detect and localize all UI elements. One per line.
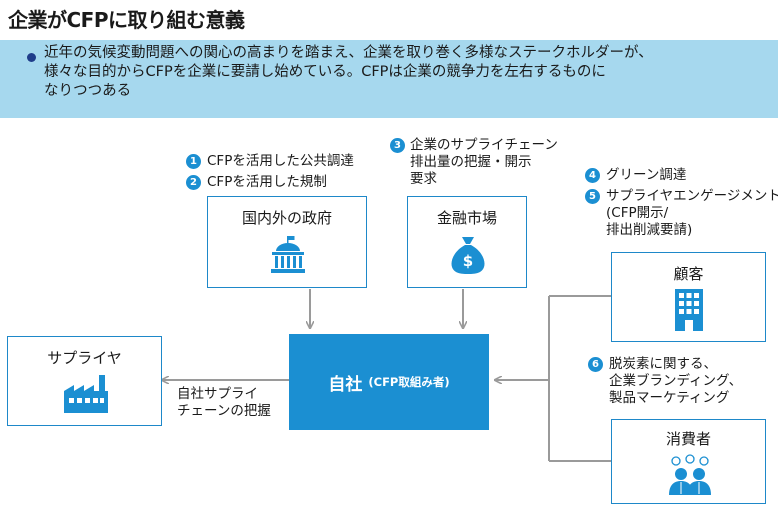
number-badge-3: 3 <box>390 138 405 153</box>
note-line: 排出量の把握・開示 <box>410 154 532 170</box>
summary-line: 様々な目的からCFPを企業に要請し始めている。CFPは企業の競争力を左右するもの… <box>44 64 606 80</box>
note-line: (CFP開示/ <box>606 205 669 221</box>
note-line: サプライヤエンゲージメント <box>606 188 778 204</box>
office-building-icon <box>675 289 703 331</box>
svg-text:$: $ <box>463 252 473 270</box>
summary-line: なりつつある <box>44 83 132 99</box>
note-3: 企業のサプライチェーン 排出量の把握・開示 要求 <box>410 137 558 188</box>
number-badge-5: 5 <box>585 189 600 204</box>
summary-banner <box>0 40 778 118</box>
people-group-icon <box>669 454 711 495</box>
note-1: CFPを活用した公共調達 <box>207 153 354 169</box>
customer-box: 顧客 <box>611 252 766 342</box>
own-company-box: 自社 (CFP取組み者) <box>289 334 489 430</box>
number-badge-6: 6 <box>588 357 603 372</box>
number-badge-2: 2 <box>186 175 201 190</box>
factory-icon <box>64 375 108 413</box>
note-line: 企業のサプライチェーン <box>410 137 558 153</box>
supply-chain-label-line: チェーンの把握 <box>177 403 271 419</box>
summary-line: 近年の気候変動問題への関心の高まりを踏まえ、企業を取り巻く多様なステークホルダー… <box>44 45 653 61</box>
number-badge-1: 1 <box>186 154 201 169</box>
government-box: 国内外の政府 <box>207 196 367 288</box>
money-bag-icon: $ <box>451 237 485 274</box>
note-line: 企業ブランディング、 <box>609 373 743 389</box>
note-line: 製品マーケティング <box>609 390 730 406</box>
bullet-icon <box>27 53 36 62</box>
consumer-label: 消費者 <box>665 430 711 448</box>
note-line: 要求 <box>410 171 437 187</box>
supplier-box: サプライヤ <box>7 336 162 426</box>
supplier-label: サプライヤ <box>47 349 122 367</box>
note-5: サプライヤエンゲージメント (CFP開示/ 排出削減要請) <box>606 188 778 239</box>
finance-market-label: 金融市場 <box>436 209 497 227</box>
government-label: 国内外の政府 <box>241 209 332 227</box>
government-building-icon <box>271 236 305 273</box>
own-company-label: 自社 <box>328 374 363 395</box>
customer-label: 顧客 <box>673 265 704 283</box>
note-4: グリーン調達 <box>606 167 687 183</box>
note-line: 脱炭素に関する、 <box>609 356 717 372</box>
supply-chain-label: 自社サプライ チェーンの把握 <box>177 386 271 420</box>
page-title: 企業がCFPに取り組む意義 <box>8 8 245 32</box>
consumer-box: 消費者 <box>611 419 766 504</box>
own-company-sublabel: (CFP取組み者) <box>368 375 450 389</box>
supply-chain-label-line: 自社サプライ <box>177 386 258 402</box>
note-6: 脱炭素に関する、 企業ブランディング、 製品マーケティング <box>609 356 742 407</box>
note-2: CFPを活用した規制 <box>207 174 327 190</box>
number-badge-4: 4 <box>585 168 600 183</box>
note-line: 排出削減要請) <box>606 222 693 238</box>
summary-text: 近年の気候変動問題への関心の高まりを踏まえ、企業を取り巻く多様なステークホルダー… <box>44 44 764 101</box>
finance-market-box: 金融市場 $ <box>407 196 527 288</box>
